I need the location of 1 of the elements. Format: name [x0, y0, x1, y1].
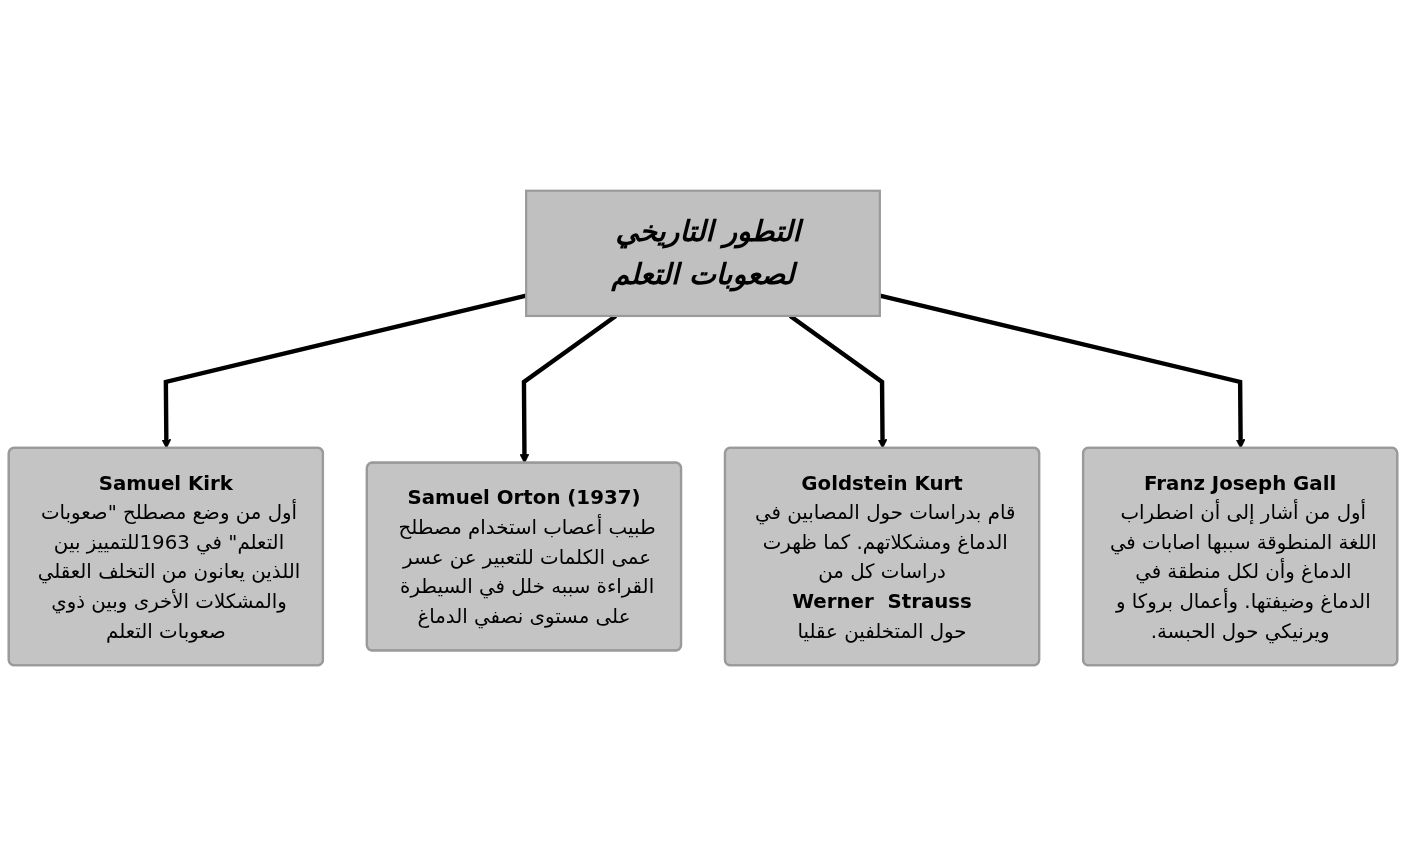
node-box: التطور التاريخي لصعوبات التعلم — [525, 189, 881, 318]
